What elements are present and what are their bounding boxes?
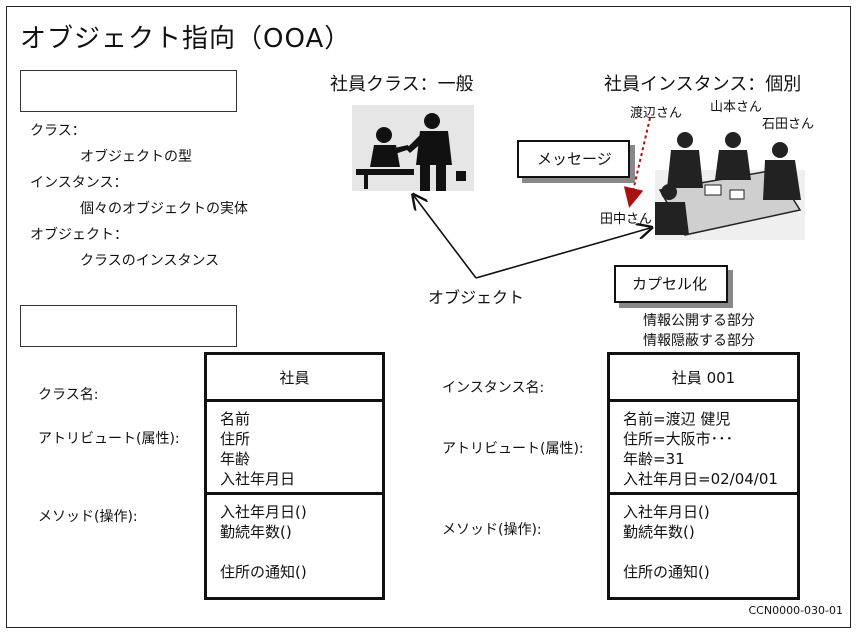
encapsulation-note: 情報隠蔽する部分	[643, 333, 755, 349]
method-item	[623, 542, 784, 562]
instance-attr-label: アトリビュート(属性):	[442, 441, 584, 457]
method-item: 勤続年数()	[220, 523, 292, 541]
page-title: オブジェクト指向（OOA）	[20, 24, 352, 54]
person-name-ishida: 石田さん	[762, 117, 815, 132]
class-name: 社員	[279, 368, 310, 387]
paper-icon	[729, 189, 745, 200]
class-uml-box: 社員 名前 住所 年齢 入社年月日 入社年月日() 勤続年数() 住所の通知()	[204, 352, 385, 600]
class-method-label: メソッド(操作):	[38, 509, 138, 525]
definition-term: オブジェクト：	[30, 227, 128, 243]
person-standing-icon	[406, 113, 452, 191]
person-seated-icon	[356, 127, 414, 189]
message-arrow	[623, 117, 651, 208]
instance-illustration	[655, 132, 805, 240]
attribute-item: 住所	[220, 430, 251, 448]
message-callout: メッセージ	[517, 140, 630, 178]
definition-desc: 個々のオブジェクトの実体	[80, 201, 248, 217]
method-item: 勤続年数()	[623, 523, 695, 541]
class-methods-cell: 入社年月日() 勤続年数() 住所の通知()	[204, 492, 385, 600]
blank-box-top	[20, 70, 237, 112]
instance-uml-box: 社員 001 名前=渡辺 健児 住所=大阪市･･･ 年齢=31 入社年月日=02…	[607, 352, 800, 600]
arrow-to-class	[414, 196, 477, 279]
class-illustration	[352, 105, 474, 191]
definition-term: インスタンス：	[30, 175, 128, 191]
instance-heading: 社員インスタンス：個別	[604, 74, 802, 95]
attribute-item: 入社年月日=02/04/01	[623, 470, 778, 488]
arrow-to-instance	[475, 228, 650, 279]
instance-methods-cell: 入社年月日() 勤続年数() 住所の通知()	[607, 492, 800, 600]
object-label: オブジェクト	[428, 288, 525, 307]
method-item: 住所の通知()	[623, 563, 710, 581]
attribute-item: 住所=大阪市･･･	[623, 430, 734, 448]
class-attributes-cell: 名前 住所 年齢 入社年月日	[204, 399, 385, 495]
diagram-frame	[6, 6, 851, 628]
instance-name-cell: 社員 001	[607, 352, 800, 402]
instance-name-label: インスタンス名:	[442, 380, 545, 396]
class-attr-label: アトリビュート(属性):	[38, 431, 180, 447]
blank-box-bottom	[20, 305, 237, 347]
class-name-label: クラス名:	[38, 387, 99, 403]
definition-term: クラス：	[30, 123, 86, 139]
encapsulation-callout: カプセル化	[614, 265, 728, 303]
attribute-item: 名前	[220, 410, 251, 428]
method-item: 入社年月日()	[220, 503, 307, 521]
footer-code: CCN0000-030-01	[748, 604, 843, 617]
person-icon	[661, 184, 677, 200]
person-icon	[725, 132, 741, 148]
method-item: 住所の通知()	[220, 563, 307, 581]
person-icon	[677, 132, 693, 148]
definitions-list: クラス： オブジェクトの型 インスタンス： 個々のオブジェクトの実体 オブジェク…	[30, 118, 248, 274]
definition-desc: クラスのインスタンス	[80, 253, 220, 269]
method-item: 入社年月日()	[623, 503, 710, 521]
attribute-item: 年齢=31	[623, 450, 685, 468]
class-heading: 社員クラス：一般	[330, 74, 474, 95]
paper-icon	[704, 184, 722, 196]
instance-name: 社員 001	[671, 368, 736, 387]
attribute-item: 入社年月日	[220, 470, 296, 488]
person-icon	[772, 142, 788, 158]
attribute-item: 年齢	[220, 450, 251, 468]
encapsulation-note: 情報公開する部分	[643, 313, 755, 329]
cup-icon	[456, 171, 466, 181]
definition-desc: オブジェクトの型	[80, 149, 192, 165]
instance-attributes-cell: 名前=渡辺 健児 住所=大阪市･･･ 年齢=31 入社年月日=02/04/01	[607, 399, 800, 495]
instance-method-label: メソッド(操作):	[442, 522, 542, 538]
class-name-cell: 社員	[204, 352, 385, 402]
person-name-yamamoto: 山本さん	[710, 100, 763, 115]
method-item	[220, 542, 369, 562]
person-name-watanabe: 渡辺さん	[630, 106, 683, 121]
attribute-item: 名前=渡辺 健児	[623, 410, 731, 428]
encapsulation-notes: 情報公開する部分 情報隠蔽する部分	[643, 311, 755, 351]
